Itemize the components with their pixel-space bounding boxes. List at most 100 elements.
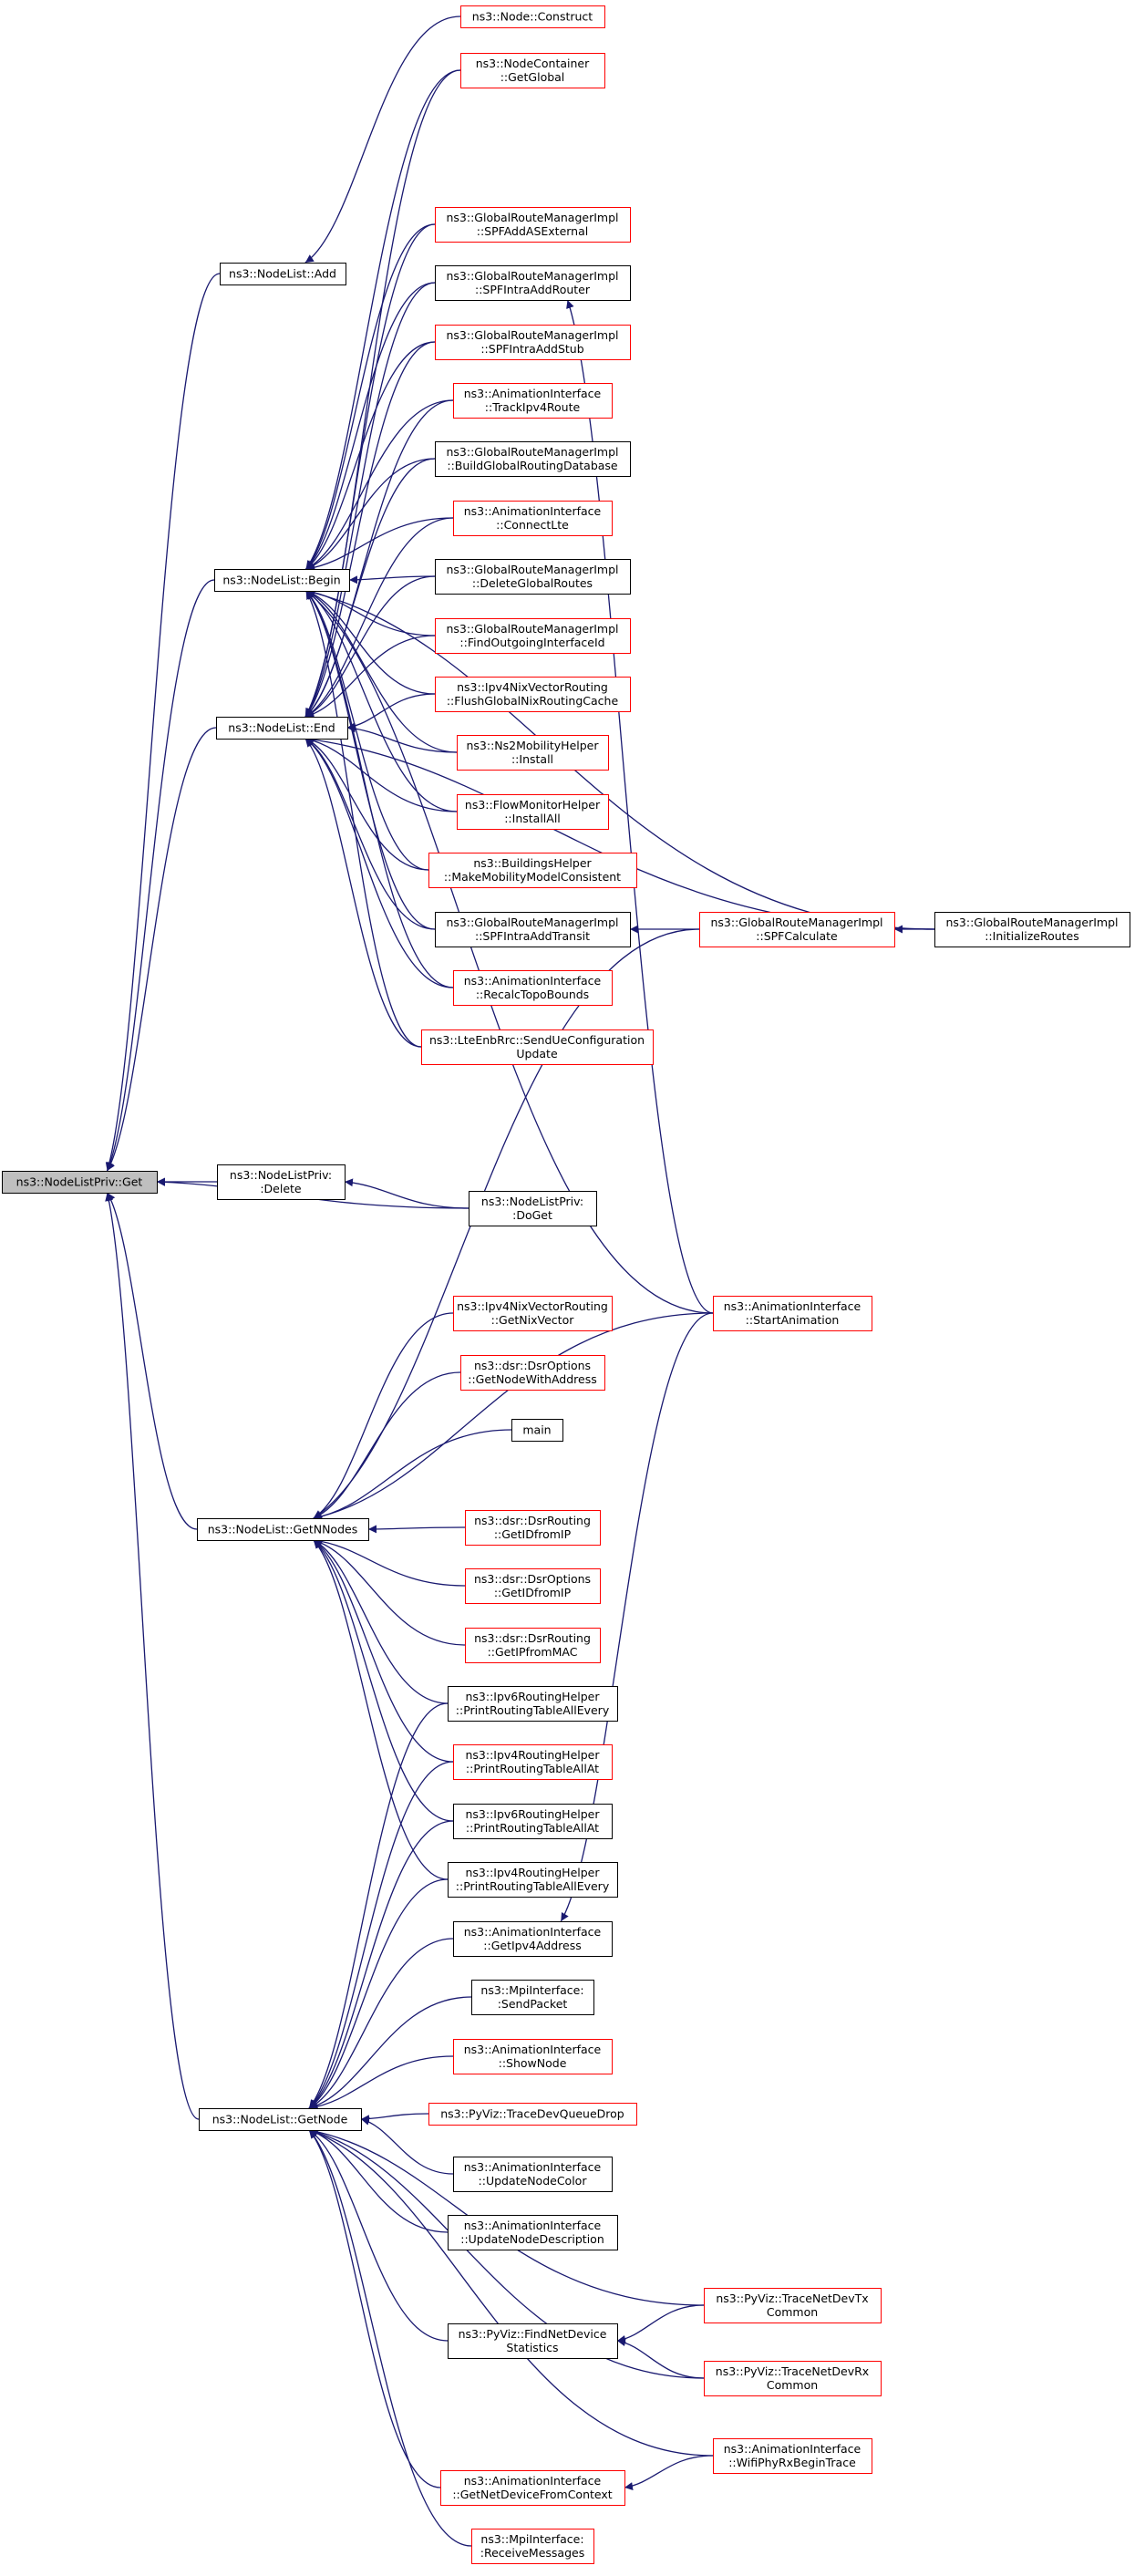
node-wifiphy[interactable]: ns3::AnimationInterface::WifiPhyRxBeginT… [713,2438,872,2474]
node-root[interactable]: ns3::NodeListPriv::Get [2,1171,158,1194]
node-label: ns3::Ns2MobilityHelper [466,739,599,752]
node-ncglobal[interactable]: ns3::NodeContainer::GetGlobal [460,53,605,88]
node-getipv4addr[interactable]: ns3::AnimationInterface::GetIpv4Address [453,1921,613,1957]
edge-spfrouter-to-end [304,282,436,718]
node-label: Statistics [506,2341,558,2354]
node-startanim[interactable]: ns3::AnimationInterface::StartAnimation [713,1296,872,1331]
node-tracedevq[interactable]: ns3::PyViz::TraceDevQueueDrop [428,2103,637,2126]
edge-ipv4every-to-getnnodes [313,1539,449,1880]
node-ipv4at[interactable]: ns3::Ipv4RoutingHelper::PrintRoutingTabl… [453,1744,613,1780]
edge-spftransit-to-end [304,738,436,930]
node-dsrroutingip[interactable]: ns3::dsr::DsrRouting::GetIPfromMAC [465,1628,601,1663]
node-label: :SendPacket [498,1997,568,2011]
node-dsrroutingid[interactable]: ns3::dsr::DsrRouting::GetIDfromIP [465,1510,601,1546]
node-box [435,325,631,360]
edge-shownode-to-getnode [308,2055,454,2112]
node-ipv6at[interactable]: ns3::Ipv6RoutingHelper::PrintRoutingTabl… [453,1804,613,1839]
node-privdelete[interactable]: ns3::NodeListPriv::Delete [217,1164,346,1200]
node-spftransit[interactable]: ns3::GlobalRouteManagerImpl::SPFIntraAdd… [435,912,631,947]
node-privdoget[interactable]: ns3::NodeListPriv::DoGet [469,1191,597,1226]
node-findoutif[interactable]: ns3::GlobalRouteManagerImpl::FindOutgoin… [435,618,631,654]
node-getnode[interactable]: ns3::NodeList::GetNode [199,2108,362,2131]
node-mpirecv[interactable]: ns3::MpiInterface::ReceiveMessages [471,2529,594,2564]
node-label: :Delete [260,1182,302,1195]
node-label: ::SPFCalculate [756,929,838,943]
node-box [428,853,637,888]
node-label: ::SPFIntraAddStub [480,342,583,356]
node-updcolor[interactable]: ns3::AnimationInterface::UpdateNodeColor [453,2157,613,2192]
node-shownode[interactable]: ns3::AnimationInterface::ShowNode [453,2039,613,2074]
node-spfrouter[interactable]: ns3::GlobalRouteManagerImpl::SPFIntraAdd… [435,265,631,301]
node-label: ::TrackIpv4Route [485,400,581,414]
node-connectlte[interactable]: ns3::AnimationInterface::ConnectLte [453,501,613,536]
node-label: ns3::MpiInterface: [480,2532,583,2546]
node-label: ns3::NodeListPriv::Get [16,1175,143,1189]
node-add[interactable]: ns3::NodeList::Add [220,263,346,285]
node-main[interactable]: main [511,1419,563,1442]
edge-spftransit-to-begin [305,590,436,930]
node-ipv4every[interactable]: ns3::Ipv4RoutingHelper::PrintRoutingTabl… [448,1862,618,1898]
node-begin[interactable]: ns3::NodeList::Begin [214,569,350,592]
node-ns2install[interactable]: ns3::Ns2MobilityHelper::Install [457,735,609,771]
edge-tracerx-to-findnetdev [616,2338,705,2379]
node-getnnodes[interactable]: ns3::NodeList::GetNNodes [197,1518,369,1541]
edge-spfcalc-to-getnnodes [313,928,700,1519]
node-label: ns3::NodeList::End [228,721,335,735]
node-label: ns3::AnimationInterface [464,2043,602,2056]
node-fminstall[interactable]: ns3::FlowMonitorHelper::InstallAll [457,794,609,830]
node-dsroptionsid[interactable]: ns3::dsr::DsrOptions::GetIDfromIP [465,1568,601,1604]
node-box [704,2288,882,2323]
node-box [220,263,346,285]
edge-tracerx-to-getnode [308,2128,705,2379]
node-label: ::GetIPfromMAC [488,1645,578,1659]
node-label: ::FlushGlobalNixRoutingCache [447,694,619,708]
node-upddesc[interactable]: ns3::AnimationInterface::UpdateNodeDescr… [448,2215,618,2250]
node-box [448,2215,618,2250]
node-dsrgetnode[interactable]: ns3::dsr::DsrOptions::GetNodeWithAddress [460,1355,605,1391]
node-buildgrdb[interactable]: ns3::GlobalRouteManagerImpl::BuildGlobal… [435,441,631,477]
node-label: ns3::AnimationInterface [464,2160,602,2174]
node-delroutes[interactable]: ns3::GlobalRouteManagerImpl::DeleteGloba… [435,559,631,595]
node-box [435,265,631,301]
edge-trackipv4-to-begin [305,399,454,570]
node-label: ::WifiPhyRxBeginTrace [728,2456,856,2469]
node-label: ns3::AnimationInterface [464,387,602,400]
node-label: ns3::NodeList::GetNode [212,2113,348,2126]
edge-ns2install-to-begin [305,590,458,753]
nodes-layer: ns3::NodeListPriv::Get ns3::NodeList::Add… [2,5,1130,2564]
node-label: ns3::AnimationInterface [464,974,602,988]
node-label: ns3::LteEnbRrc::SendUeConfiguration [429,1033,645,1047]
node-spfcalc[interactable]: ns3::GlobalRouteManagerImpl::SPFCalculat… [699,912,895,947]
node-lteenb[interactable]: ns3::LteEnbRrc::SendUeConfigurationUpdat… [421,1029,654,1065]
node-getnixvec[interactable]: ns3::Ipv4NixVectorRouting::GetNixVector [453,1296,613,1331]
node-label: ::GetIpv4Address [483,1939,581,1952]
node-flushnix[interactable]: ns3::Ipv4NixVectorRouting::FlushGlobalNi… [435,677,631,712]
node-box [460,53,605,88]
node-spfstub[interactable]: ns3::GlobalRouteManagerImpl::SPFIntraAdd… [435,325,631,360]
node-trackipv4[interactable]: ns3::AnimationInterface::TrackIpv4Route [453,383,613,419]
edge-dsrgetnode-to-getnnodes [313,1371,461,1519]
node-box [460,5,605,28]
node-box [453,1744,613,1780]
node-bldmob[interactable]: ns3::BuildingsHelper::MakeMobilityModelC… [428,853,637,888]
edge-getipv4addr-to-getnode [308,1938,454,2109]
edge-spfstub-to-end [304,341,436,718]
node-end[interactable]: ns3::NodeList::End [216,717,348,740]
node-label: ns3::GlobalRouteManagerImpl [945,916,1118,929]
edge-getnetdev-to-getnode [308,2129,441,2488]
node-label: main [522,1423,551,1437]
node-ipv6every[interactable]: ns3::Ipv6RoutingHelper::PrintRoutingTabl… [448,1686,618,1722]
node-recalctopo[interactable]: ns3::AnimationInterface::RecalcTopoBound… [453,970,613,1006]
edge-getnnodes-to-root [107,1192,198,1530]
node-spfasext[interactable]: ns3::GlobalRouteManagerImpl::SPFAddASExt… [435,207,631,243]
node-label: ns3::dsr::DsrRouting [474,1514,591,1527]
node-nodeconstruct[interactable]: ns3::Node::Construct [460,5,605,28]
node-initroutes[interactable]: ns3::GlobalRouteManagerImpl::InitializeR… [934,912,1130,947]
edge-bldmob-to-end [304,738,429,871]
edge-delroutes-to-begin [348,575,436,585]
node-mpisend[interactable]: ns3::MpiInterface::SendPacket [471,1980,594,2015]
node-getnetdev[interactable]: ns3::AnimationInterface::GetNetDeviceFro… [440,2470,625,2506]
